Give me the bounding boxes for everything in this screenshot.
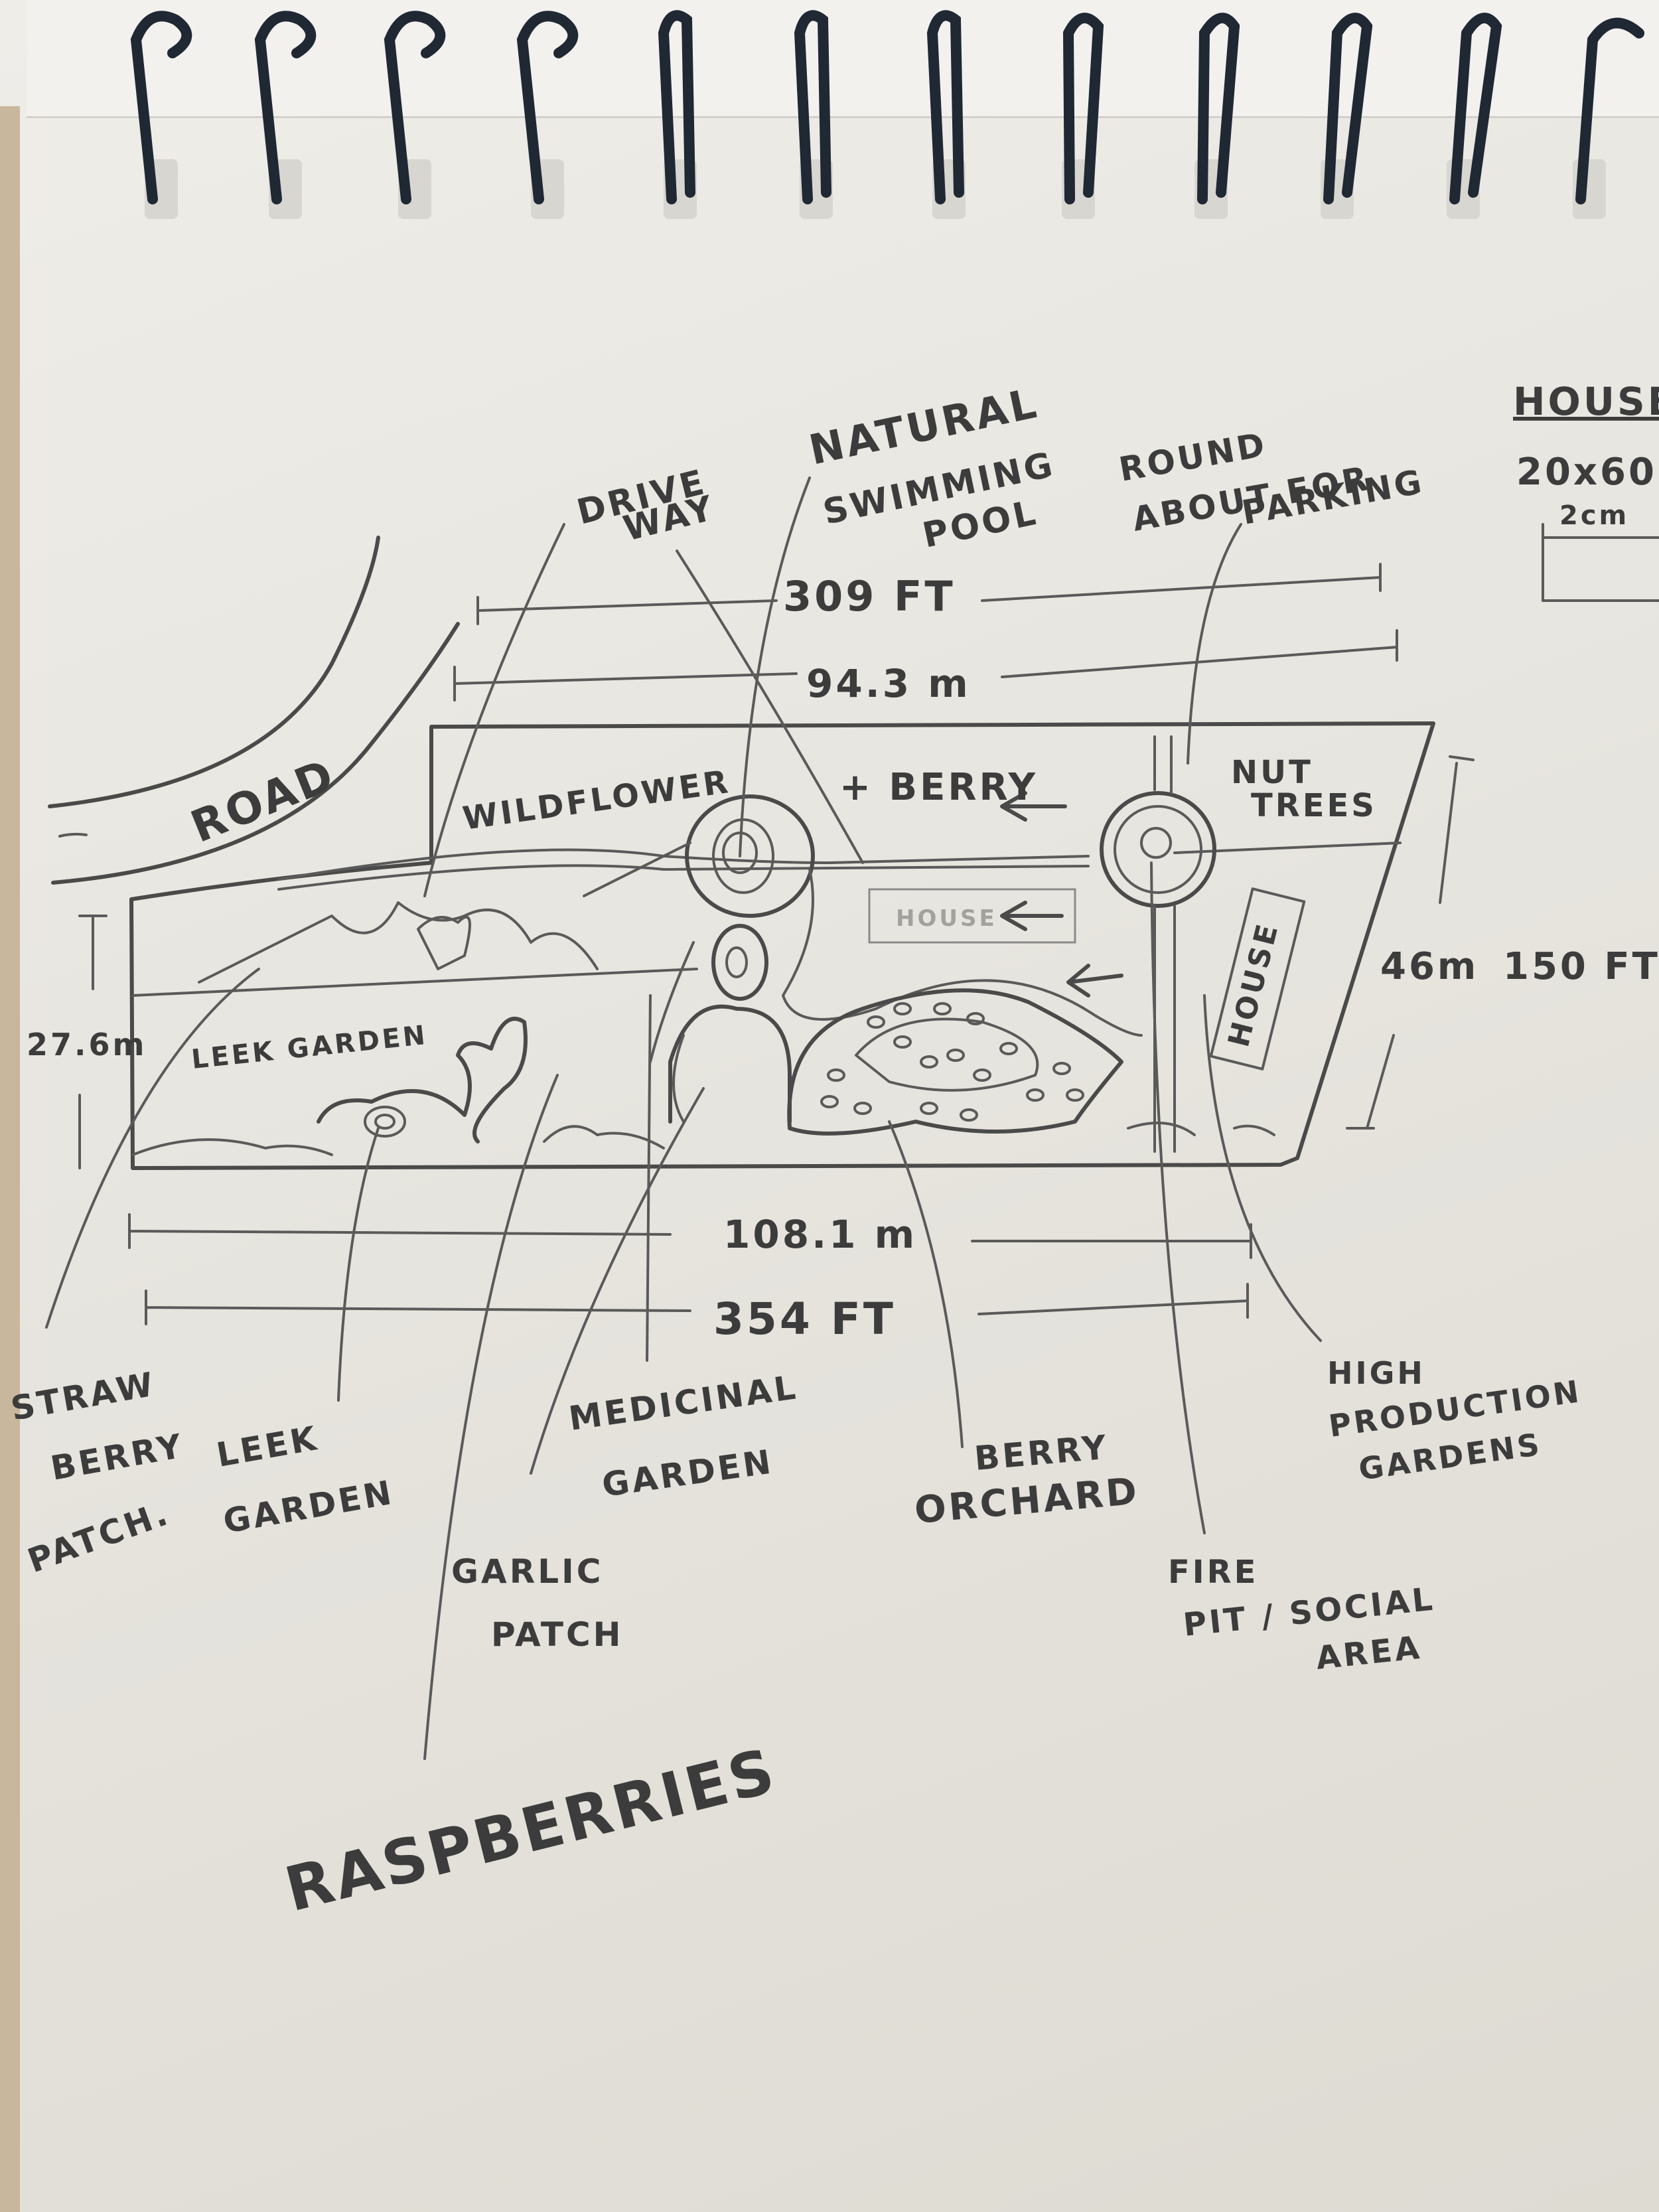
binding-ring xyxy=(1321,13,1373,219)
dim-top-ft: 309 FT xyxy=(783,572,956,621)
house-scale-box xyxy=(1542,523,1659,602)
leek-garden-bed: LEEK GARDEN xyxy=(190,1017,528,1143)
dim-bottom-ft: 354 FT xyxy=(713,1293,896,1345)
wildflower-patch xyxy=(198,901,599,984)
garlic-label-1: GARLIC xyxy=(451,1552,603,1591)
binding-ring xyxy=(1062,13,1104,219)
high-production-label-1: HIGH xyxy=(1327,1355,1425,1391)
house-main-label: HOUSE xyxy=(1222,919,1285,1050)
berry-orchard-label-2: ORCHARD xyxy=(913,1470,1141,1532)
property-boundary xyxy=(129,721,1435,1170)
medicinal-label-1: MEDICINAL xyxy=(567,1368,800,1438)
fire-pit-label-1: FIRE xyxy=(1168,1554,1258,1591)
dimension-lines xyxy=(78,563,1475,1325)
binding-ring xyxy=(1194,13,1240,219)
berry-orchard-leader xyxy=(888,1120,964,1448)
binding-ring xyxy=(926,10,966,219)
leek-garden-label-1: LEEK xyxy=(214,1419,322,1475)
medicinal-garden-bed xyxy=(668,1004,792,1124)
garlic-label-2: PATCH xyxy=(491,1615,624,1654)
strawberry-label-1: STRAW xyxy=(8,1364,159,1428)
medicinal-label-2: GARDEN xyxy=(600,1442,776,1505)
leek-label: LEEK GARDEN xyxy=(190,1020,429,1075)
leek-leader xyxy=(337,1127,380,1402)
dim-left-m: 27.6m xyxy=(27,1027,147,1063)
ground-line xyxy=(131,1122,1275,1156)
binding-ring xyxy=(254,11,317,219)
binding-ring xyxy=(130,11,192,219)
raspberry-leader xyxy=(423,1074,559,1760)
natural-swimming-pool xyxy=(583,794,1143,1063)
binding-ring xyxy=(1573,17,1644,219)
nut-trees-label-1: NUT xyxy=(1231,754,1313,791)
fire-pit-leader xyxy=(1150,861,1206,1534)
road-label: ROAD xyxy=(184,749,342,852)
dim-top-m: 94.3 m xyxy=(806,661,971,706)
binding-ring xyxy=(516,11,579,219)
roundabout xyxy=(1100,735,1216,1153)
direction-arrows xyxy=(1000,791,1123,997)
berry-label: + BERRY xyxy=(839,766,1038,809)
fire-pit-label-3: AREA xyxy=(1314,1629,1423,1677)
wildflower-label: WILDFLOWER xyxy=(461,763,733,838)
desk-edge xyxy=(0,106,20,2212)
house-dimensions: 20x60 xyxy=(1516,451,1657,494)
raspberries-label: RASPBERRIES xyxy=(278,1735,783,1925)
roundabout-label-1: ROUND xyxy=(1116,425,1270,489)
binding-ring xyxy=(794,10,833,219)
dim-bottom-m: 108.1 m xyxy=(723,1212,917,1257)
strawberry-label-3: PATCH. xyxy=(23,1494,175,1581)
nut-trees-label-2: TREES xyxy=(1251,787,1377,824)
binding-ring xyxy=(384,11,446,219)
strawberry-label-2: BERRY xyxy=(48,1426,187,1487)
medicinal-leader xyxy=(530,994,705,1475)
road: ROAD xyxy=(48,536,460,885)
dim-right-ft: 150 FT xyxy=(1503,945,1659,988)
berry-orchard-label-1: BERRY xyxy=(973,1428,1110,1478)
house-scale: 2cm xyxy=(1559,500,1629,531)
spiral-binding xyxy=(130,10,1644,219)
high-production-leader xyxy=(1203,994,1322,1342)
leek-garden-label-2: GARDEN xyxy=(220,1473,397,1541)
roundabout-leader xyxy=(1187,523,1242,765)
strawberry-leader xyxy=(45,968,260,1329)
berry-orchard-bed xyxy=(787,988,1123,1136)
house-small-label: HOUSE xyxy=(896,905,997,932)
dim-right-m: 46m xyxy=(1380,945,1479,988)
binding-ring xyxy=(658,10,697,219)
house-title: HOUSE xyxy=(1513,379,1659,424)
pool-leader xyxy=(739,477,811,857)
driveway-leader xyxy=(423,523,864,897)
binding-ring xyxy=(1447,13,1502,219)
